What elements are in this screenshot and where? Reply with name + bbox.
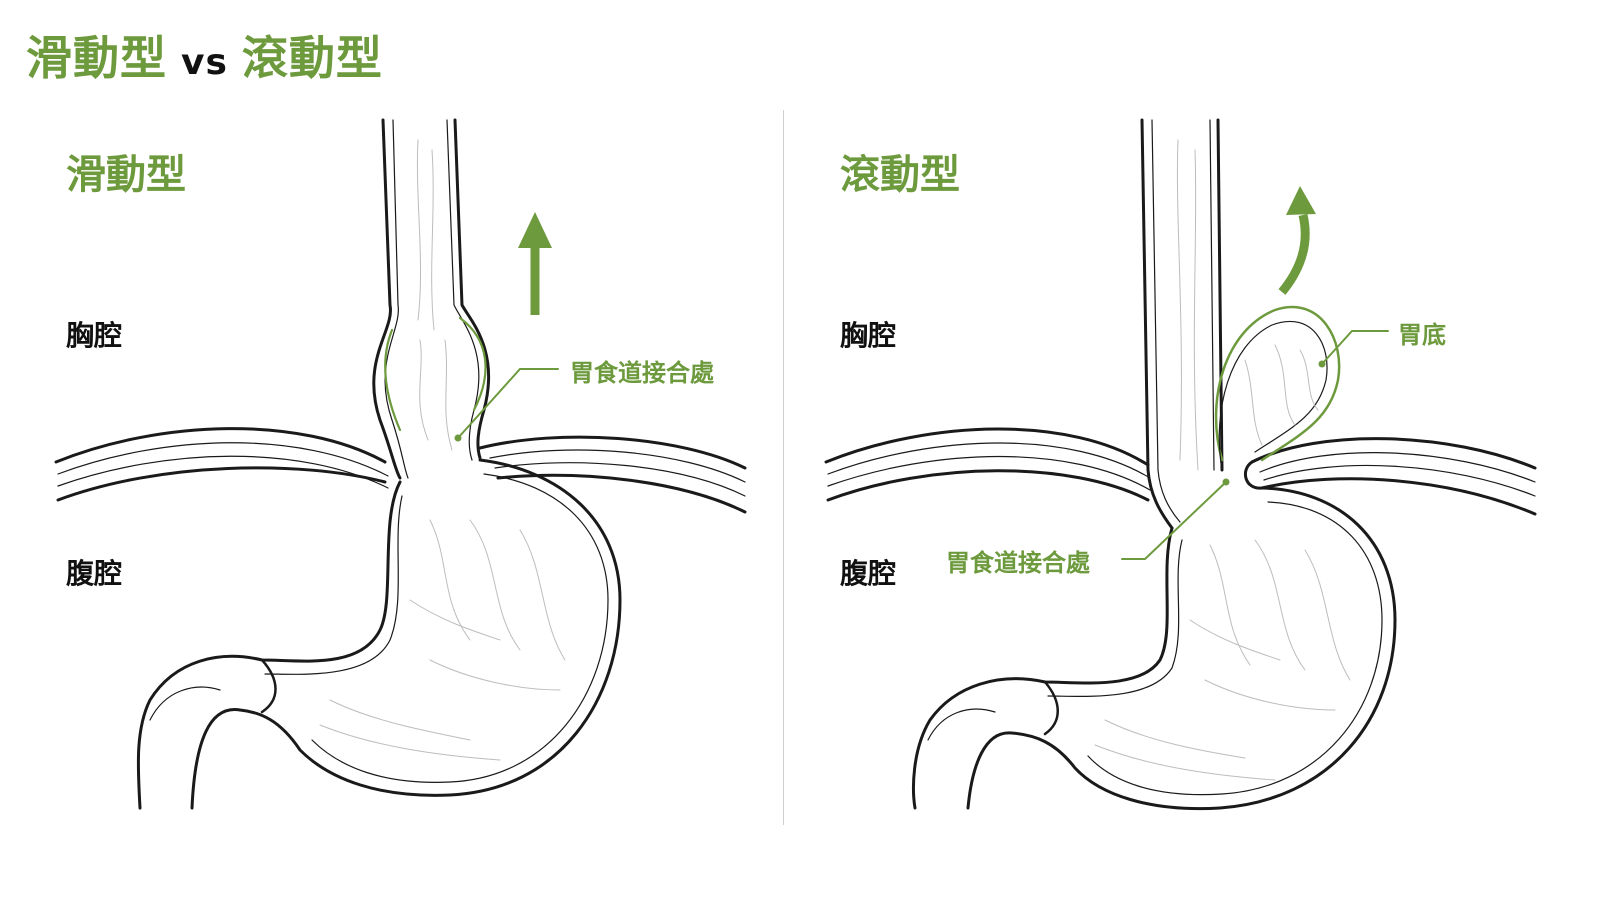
curved-arrow-icon: [1278, 186, 1316, 295]
diaphragm-left-rolling: [824, 427, 1151, 502]
label-thorax-sliding: 胸腔: [66, 319, 123, 352]
title-sliding: 滑動型: [26, 31, 167, 85]
label-abdomen-rolling: 腹腔: [840, 557, 897, 590]
diaphragm-right-rolling: [1243, 437, 1537, 516]
panel-title-rolling: 滾動型: [840, 152, 960, 198]
callout-leader-fundus: [1318, 330, 1389, 368]
diaphragm-left: [54, 427, 389, 502]
callout-ge-junction-rolling: 胃食道接合處: [946, 549, 1090, 577]
label-abdomen-sliding: 腹腔: [66, 557, 123, 590]
diaphragm-right: [478, 435, 747, 514]
sliding-diagram: [54, 118, 747, 810]
callout-leader-ge-sliding: [454, 368, 559, 442]
esophagus-sliding: [372, 118, 490, 480]
arrow-up-icon: [518, 212, 552, 315]
callout-fundus: 胃底: [1398, 321, 1446, 349]
panel-title-sliding: 滑動型: [66, 152, 186, 198]
esophagus-rolling: [1140, 118, 1224, 530]
page-title: 滑動型 vs 滾動型: [26, 22, 383, 88]
stomach-rolling: [912, 486, 1397, 811]
title-vs: vs: [181, 42, 228, 83]
label-thorax-rolling: 胸腔: [840, 319, 897, 352]
callout-leader-ge-rolling: [1121, 478, 1230, 560]
callout-ge-junction-sliding: 胃食道接合處: [570, 359, 714, 387]
panel-divider: [783, 110, 784, 825]
fundus-hernia: [1214, 305, 1341, 471]
rolling-diagram: [824, 118, 1537, 811]
stomach-sliding: [136, 458, 622, 810]
title-rolling: 滾動型: [241, 31, 383, 85]
